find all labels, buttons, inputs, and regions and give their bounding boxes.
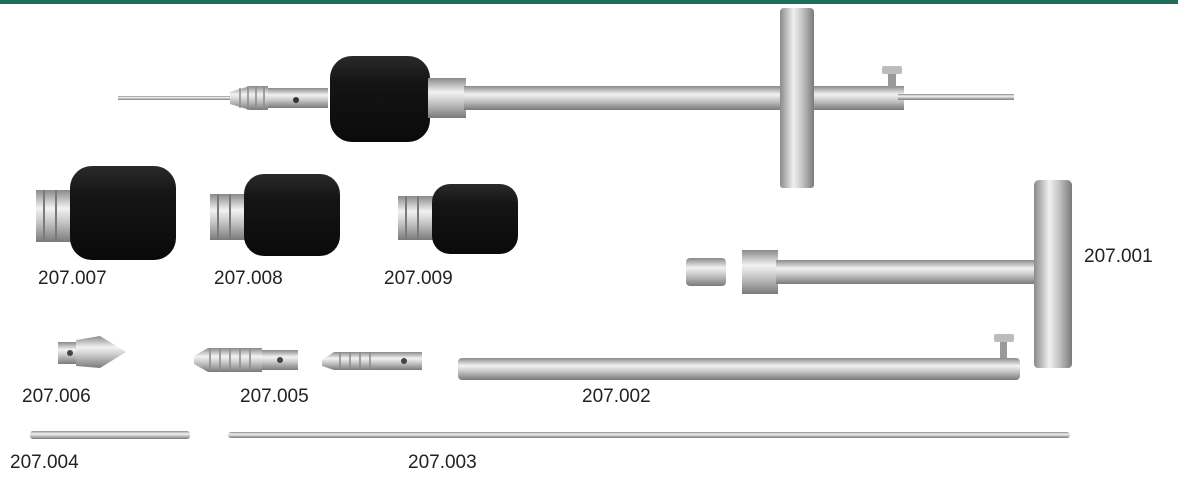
label-207-002: 207.002 [582, 386, 651, 407]
thread-lines [239, 86, 265, 110]
rear-wire [898, 94, 1014, 100]
label-207-003: 207.003 [408, 452, 477, 473]
part-207-003-long-wire [228, 432, 1070, 438]
label-207-009: 207.009 [384, 268, 453, 289]
collet-hole [293, 97, 299, 103]
knurled-ring [428, 78, 466, 118]
accent-bar [0, 0, 1178, 4]
assembled-instrument [118, 8, 1014, 188]
part-207-006-cone [58, 336, 126, 368]
part-207-005-threaded-tips [194, 348, 422, 372]
part-207-007-handle [36, 166, 176, 260]
part-207-004-short-rod [30, 431, 190, 439]
label-207-006: 207.006 [22, 386, 91, 407]
part-207-009-handle [398, 184, 518, 254]
part-207-001-t-handle [686, 180, 1072, 368]
part-207-002-rod [458, 334, 1020, 380]
label-207-001: 207.001 [1084, 246, 1153, 267]
main-shaft [464, 86, 904, 110]
set-screw-head [882, 66, 902, 74]
rubber-handle [330, 56, 430, 142]
part-207-008-handle [210, 174, 340, 256]
guide-wire-tip [118, 96, 238, 100]
label-207-007: 207.007 [38, 268, 107, 289]
label-207-008: 207.008 [214, 268, 283, 289]
t-handle-cap [780, 8, 814, 38]
label-207-005: 207.005 [240, 386, 309, 407]
threaded-cone [230, 86, 268, 110]
t-handle-bar [780, 30, 814, 188]
label-207-004: 207.004 [10, 452, 79, 473]
set-screw [888, 72, 896, 88]
